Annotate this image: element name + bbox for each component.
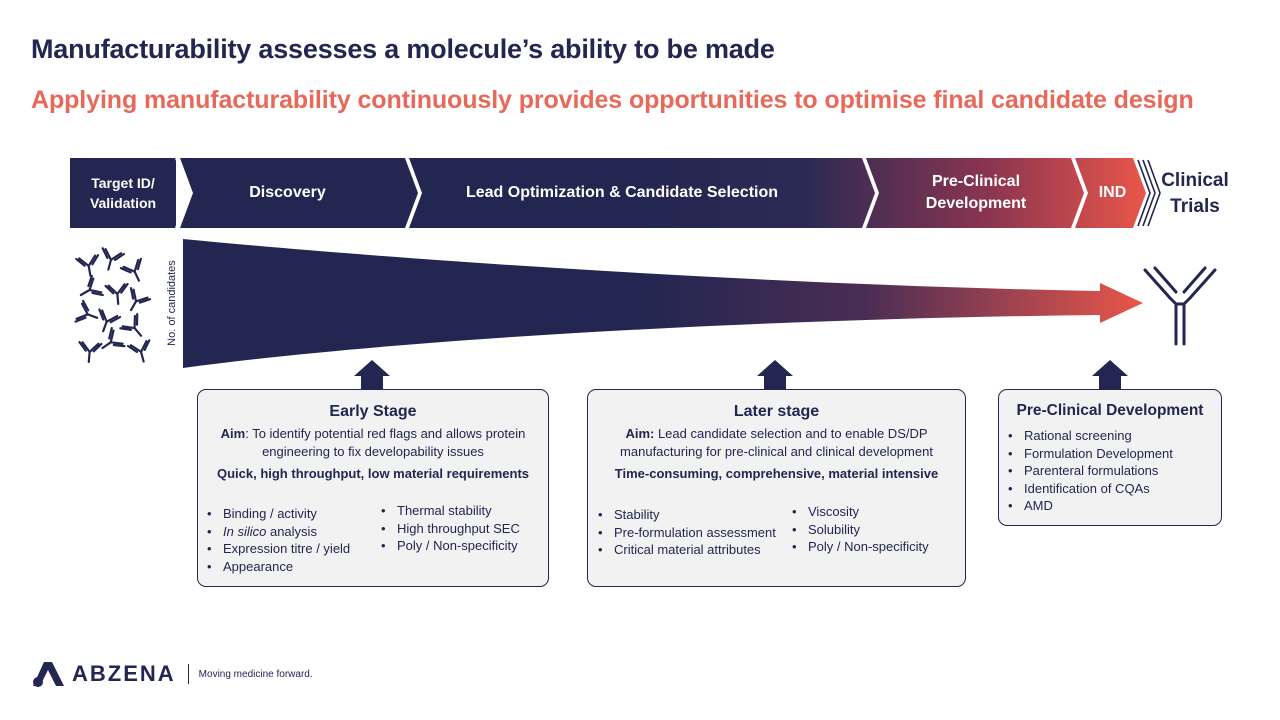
up-arrow-icon: [757, 360, 793, 392]
list-item: Stability: [598, 506, 776, 524]
logo-tagline: Moving medicine forward.: [198, 668, 313, 680]
chevron-separators: [175, 157, 191, 229]
stage-target-id: [70, 158, 176, 228]
stage-label-discovery: Discovery: [249, 184, 326, 201]
later-stage-box: Later stage Aim: Lead candidate selectio…: [587, 389, 966, 587]
later-stage-list-2: Viscosity Solubility Poly / Non-specific…: [792, 503, 929, 556]
antibody-icon: [74, 247, 156, 366]
list-item: Poly / Non-specificity: [792, 538, 929, 556]
early-stage-characteristics: Quick, high throughput, low material req…: [216, 466, 530, 481]
later-stage-list-1: Stability Pre-formulation assessment Cri…: [598, 506, 776, 559]
early-stage-list-2: Thermal stability High throughput SEC Po…: [381, 502, 520, 555]
abzena-logo-mark: [33, 662, 64, 687]
later-stage-heading: Later stage: [733, 403, 820, 420]
stage-label-lead-optimization: Lead Optimization & Candidate Selection: [465, 184, 779, 201]
list-item: Poly / Non-specificity: [381, 537, 520, 555]
stage-lead-optimization: [409, 158, 875, 228]
stage-discovery: [180, 158, 418, 228]
list-item: Critical material attributes: [598, 541, 776, 559]
pre-clinical-heading: Pre-Clinical Development: [1016, 402, 1204, 419]
logo-divider: [187, 664, 189, 684]
stage-ind: [1075, 158, 1146, 228]
list-item: Binding / activity: [207, 505, 350, 523]
candidate-funnel: [183, 239, 1143, 368]
early-stage-box: Early Stage Aim: To identify potential r…: [197, 389, 549, 587]
clinical-chevron-outline: [1137, 159, 1161, 227]
pre-clinical-box: Pre-Clinical Development Rational screen…: [998, 389, 1222, 526]
list-item: Formulation Development: [1008, 445, 1173, 463]
list-item: Solubility: [792, 521, 929, 539]
page-subtitle: Applying manufacturability continuously …: [31, 86, 1194, 114]
stage-label-target-id: Target ID/Validation: [89, 175, 157, 211]
early-stage-list-1: Binding / activity In silico analysis Ex…: [207, 505, 350, 575]
list-item: Pre-formulation assessment: [598, 524, 776, 542]
pre-clinical-list: Rational screening Formulation Developme…: [1008, 427, 1173, 515]
list-item: Rational screening: [1008, 427, 1173, 445]
page-title: Manufacturability assesses a molecule’s …: [31, 34, 775, 64]
stage-label-ind: IND: [1098, 184, 1127, 201]
abzena-logo: ABZENA Moving medicine forward.: [66, 658, 313, 690]
later-stage-aim: Aim: Lead candidate selection and to ena…: [620, 426, 933, 459]
list-item: Appearance: [207, 558, 350, 576]
list-item: High throughput SEC: [381, 520, 520, 538]
list-item: Viscosity: [792, 503, 929, 521]
list-item: Parenteral formulations: [1008, 462, 1173, 480]
list-item: AMD: [1008, 497, 1173, 515]
final-antibody-icon: [1143, 266, 1217, 346]
list-item: Expression titre / yield: [207, 540, 350, 558]
logo-wordmark: ABZENA: [72, 661, 176, 686]
list-item: In silico analysis: [207, 523, 350, 541]
early-stage-heading: Early Stage: [329, 403, 417, 420]
early-stage-aim: Aim: To identify potential red flags and…: [220, 426, 526, 459]
list-item: Identification of CQAs: [1008, 480, 1173, 498]
up-arrow-icon: [1092, 360, 1128, 392]
later-stage-characteristics: Time-consuming, comprehensive, material …: [614, 466, 939, 481]
up-arrow-icon: [354, 360, 390, 392]
list-item: Thermal stability: [381, 502, 520, 520]
stage-pre-clinical: [866, 158, 1084, 228]
